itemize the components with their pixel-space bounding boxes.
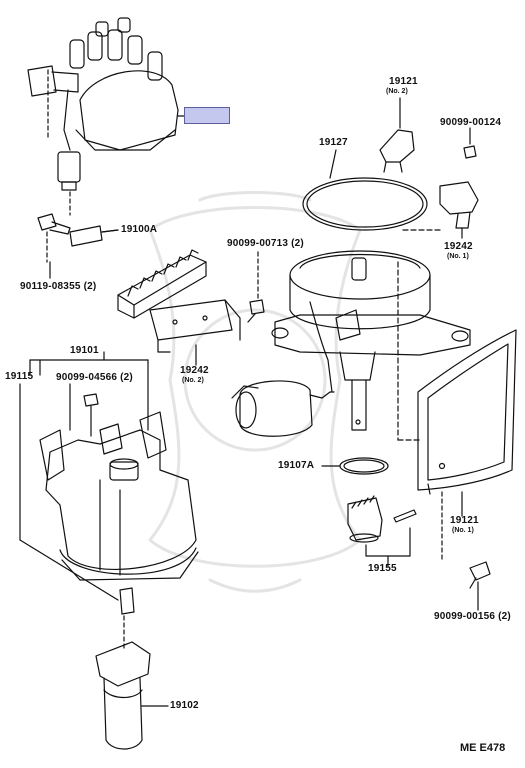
label-19242-no2-sub: (No. 2) bbox=[182, 377, 204, 384]
rotor-19102 bbox=[95, 615, 169, 750]
label-19115[interactable]: 19115 bbox=[5, 371, 34, 382]
label-19155[interactable]: 19155 bbox=[368, 563, 397, 574]
o-ring-19107A bbox=[321, 457, 389, 475]
screw-90099-00156 bbox=[469, 561, 491, 611]
label-90119-08355[interactable]: 90119-08355 (2) bbox=[20, 281, 97, 292]
label-19121-no2[interactable]: 19121 bbox=[389, 76, 418, 87]
distributor-cap-19101 bbox=[19, 351, 199, 615]
label-19107A[interactable]: 19107A bbox=[278, 460, 315, 471]
watermark-emblem bbox=[148, 191, 362, 593]
label-19100A[interactable]: 19100A bbox=[121, 224, 158, 235]
gear-and-pin-19155 bbox=[347, 495, 417, 567]
label-19121-no2-sub: (No. 2) bbox=[386, 88, 408, 95]
label-90099-00156[interactable]: 90099-00156 (2) bbox=[434, 611, 511, 622]
gasket-19100A bbox=[69, 225, 119, 247]
diagram-code: ME E478 bbox=[460, 742, 506, 754]
vacuum-advance bbox=[231, 380, 335, 437]
label-90099-00124[interactable]: 90099-00124 bbox=[440, 117, 502, 128]
bracket-19242-no1 bbox=[399, 181, 479, 239]
distributor-assembly-top bbox=[27, 17, 179, 216]
label-19101[interactable]: 19101 bbox=[70, 345, 99, 356]
highlighted-part-marker[interactable] bbox=[184, 107, 230, 124]
label-90099-04566[interactable]: 90099-04566 (2) bbox=[56, 372, 133, 383]
label-19127[interactable]: 19127 bbox=[319, 137, 348, 148]
screw-90099-00713 bbox=[247, 251, 265, 323]
label-19102[interactable]: 19102 bbox=[170, 700, 199, 711]
screw-90099-00124 bbox=[463, 127, 477, 159]
label-19242-no1-sub: (No. 1) bbox=[447, 253, 469, 260]
label-19242-no1[interactable]: 19242 bbox=[444, 241, 473, 252]
leader-lines bbox=[49, 229, 431, 495]
label-19121-no1-sub: (No. 1) bbox=[452, 527, 474, 534]
bolt-90119-08355 bbox=[37, 213, 71, 263]
label-19242-no2[interactable]: 19242 bbox=[180, 365, 209, 376]
shield-19121-no1 bbox=[417, 329, 517, 561]
o-ring-19127 bbox=[302, 149, 428, 231]
label-19121-no1[interactable]: 19121 bbox=[450, 515, 479, 526]
label-90099-00713[interactable]: 90099-00713 (2) bbox=[227, 238, 304, 249]
bracket-19242-no2 bbox=[117, 249, 241, 366]
distributor-housing bbox=[271, 250, 471, 441]
clip-19121-no2 bbox=[379, 97, 415, 173]
